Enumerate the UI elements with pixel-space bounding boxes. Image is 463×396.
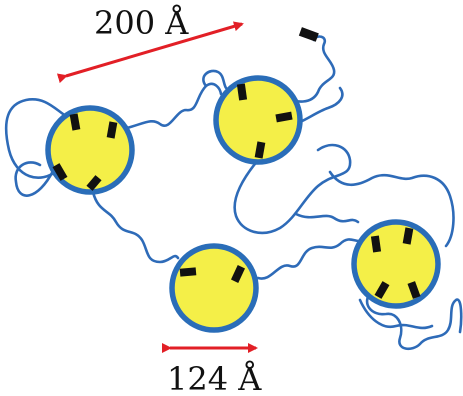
sphere-1-marker — [106, 121, 118, 139]
sphere-2 — [213, 75, 303, 165]
sphere-1-marker — [86, 175, 102, 191]
chain-3-to-right — [256, 238, 364, 280]
chain-right-wiggle — [328, 170, 455, 248]
sphere-4-marker — [374, 281, 390, 299]
distance-label: 200 Å — [94, 4, 189, 42]
chain-end-marker — [298, 27, 319, 42]
chain-left-tail — [14, 161, 55, 197]
sphere-2-marker — [236, 83, 248, 101]
sphere-1-marker — [69, 113, 81, 131]
sphere-4-marker — [407, 281, 421, 299]
chain-top-tail — [280, 35, 336, 103]
spheres — [45, 75, 441, 333]
chain-bottom-right-2 — [358, 298, 434, 330]
diameter-label: 124 Å — [167, 360, 262, 396]
chain-bottom-right — [365, 288, 463, 351]
distance-arrow — [56, 21, 244, 84]
sphere-4 — [351, 219, 441, 309]
sphere-3-marker — [179, 267, 197, 277]
sphere-3 — [169, 243, 259, 333]
sphere-1-marker — [52, 163, 68, 181]
chain-mid-right — [294, 212, 360, 224]
sphere-4-marker — [370, 235, 382, 253]
chain-1-to-3 — [91, 190, 180, 264]
chain-big-loop — [233, 143, 352, 235]
sphere-1 — [45, 105, 135, 195]
sphere-2-marker — [254, 141, 266, 159]
chain-left-loop — [4, 97, 68, 179]
sphere-4-marker — [402, 227, 414, 245]
sphere-3-marker — [230, 265, 246, 283]
chain-1-to-2 — [125, 82, 223, 130]
sphere-2-marker — [275, 111, 293, 123]
